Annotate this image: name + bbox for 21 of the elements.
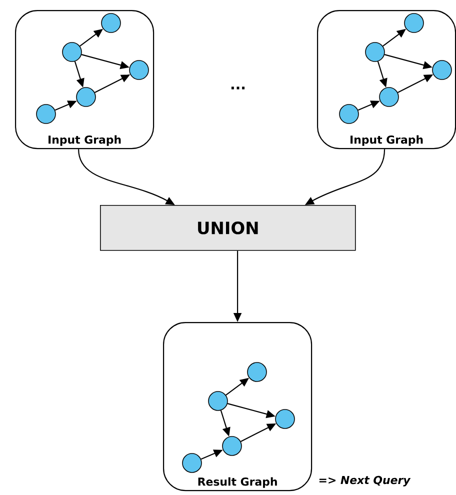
vertex-circle xyxy=(182,453,202,473)
graph-box: Input Graph xyxy=(15,10,154,150)
vertex-circle xyxy=(339,104,359,124)
vertex-circle xyxy=(247,362,267,382)
vertex-circle xyxy=(76,87,96,107)
beside-text: => Next Query xyxy=(319,476,411,486)
process-box: UNION xyxy=(100,205,356,251)
vertex-circle xyxy=(62,42,82,62)
vertex-circle xyxy=(36,104,56,124)
vertex-circle xyxy=(222,436,242,456)
ellipsis-label: ... xyxy=(231,86,245,90)
vertex-circle xyxy=(365,42,385,62)
vertex-circle xyxy=(129,60,149,80)
vertex-circle xyxy=(208,391,228,411)
vertex-circle xyxy=(404,13,424,33)
graph-box: Result Graph xyxy=(163,322,312,492)
graph-box: Input Graph xyxy=(317,10,456,150)
vertex-circle xyxy=(432,60,452,80)
vertex-circle xyxy=(275,409,295,429)
vertex-circle xyxy=(101,13,121,33)
vertex-circle xyxy=(379,87,399,107)
